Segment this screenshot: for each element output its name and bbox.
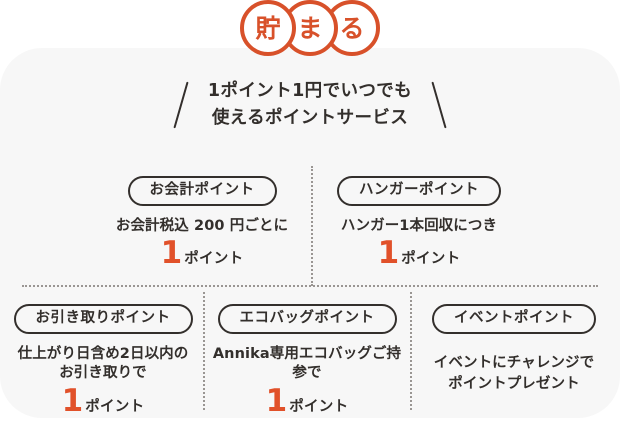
logo-circle-3: る (324, 0, 380, 56)
slash-decoration-right (431, 81, 447, 129)
content-panel (0, 48, 620, 418)
card-ecobag-point-description: Annika専用エコバッグご持参で (212, 345, 402, 382)
card-event-point-pill: イベントポイント (432, 304, 596, 334)
card-pickup-point-unit: ポイント (85, 398, 145, 415)
subtitle-text: 1ポイント1円でいつでも 使えるポイントサービス (207, 81, 413, 129)
card-ecobag-point-unit: ポイント (289, 398, 349, 415)
logo-circle-group: 貯 ま る (240, 0, 380, 56)
card-hanger-point-pill: ハンガーポイント (337, 176, 501, 206)
card-accounting-point: お会計ポイント お会計税込 200 円ごとに 1 ポイント (96, 176, 308, 269)
card-accounting-point-value: 1 ポイント (96, 238, 308, 269)
slash-decoration-left (173, 81, 189, 129)
card-hanger-point-number: 1 (377, 235, 400, 272)
card-ecobag-point: エコバッグポイント Annika専用エコバッグご持参で 1 ポイント (207, 304, 407, 417)
card-accounting-point-number: 1 (160, 235, 183, 272)
subtitle-block: 1ポイント1円でいつでも 使えるポイントサービス (0, 78, 620, 132)
card-hanger-point-value: 1 ポイント (316, 238, 522, 269)
card-ecobag-point-number: 1 (265, 382, 288, 419)
logo-char-3: る (339, 13, 365, 43)
logo-char-1: 貯 (255, 13, 281, 43)
card-pickup-point-description: 仕上がり日含め2日以内の お引き取りで (17, 345, 189, 382)
card-pickup-point: お引き取りポイント 仕上がり日含め2日以内の お引き取りで 1 ポイント (8, 304, 198, 417)
card-event-point: イベントポイント イベントにチャレンジで ポイントプレゼント (414, 304, 614, 395)
card-pickup-point-value: 1 ポイント (8, 382, 198, 419)
card-hanger-point-unit: ポイント (401, 251, 461, 268)
card-ecobag-point-value: 1 ポイント (207, 382, 407, 419)
divider-vertical-bottom-right (410, 292, 412, 410)
service-logo-badge: 貯 ま る (0, 0, 620, 60)
card-event-point-description: イベントにチャレンジで ポイントプレゼント (433, 354, 595, 392)
divider-horizontal (22, 285, 598, 287)
card-hanger-point: ハンガーポイント ハンガー1本回収につき 1 ポイント (316, 176, 522, 269)
card-accounting-point-description: お会計税込 200 円ごとに (115, 217, 289, 234)
card-accounting-point-unit: ポイント (184, 251, 244, 268)
divider-vertical-top (311, 166, 313, 286)
card-pickup-point-pill: お引き取りポイント (13, 304, 193, 334)
logo-char-2: ま (297, 13, 323, 43)
card-accounting-point-pill: お会計ポイント (127, 176, 277, 206)
card-pickup-point-number: 1 (61, 382, 84, 419)
logo-circle-2: ま (282, 0, 338, 56)
logo-circle-1: 貯 (240, 0, 296, 56)
card-ecobag-point-pill: エコバッグポイント (217, 304, 397, 334)
card-hanger-point-description: ハンガー1本回収につき (340, 217, 498, 234)
divider-vertical-bottom-left (203, 292, 205, 410)
